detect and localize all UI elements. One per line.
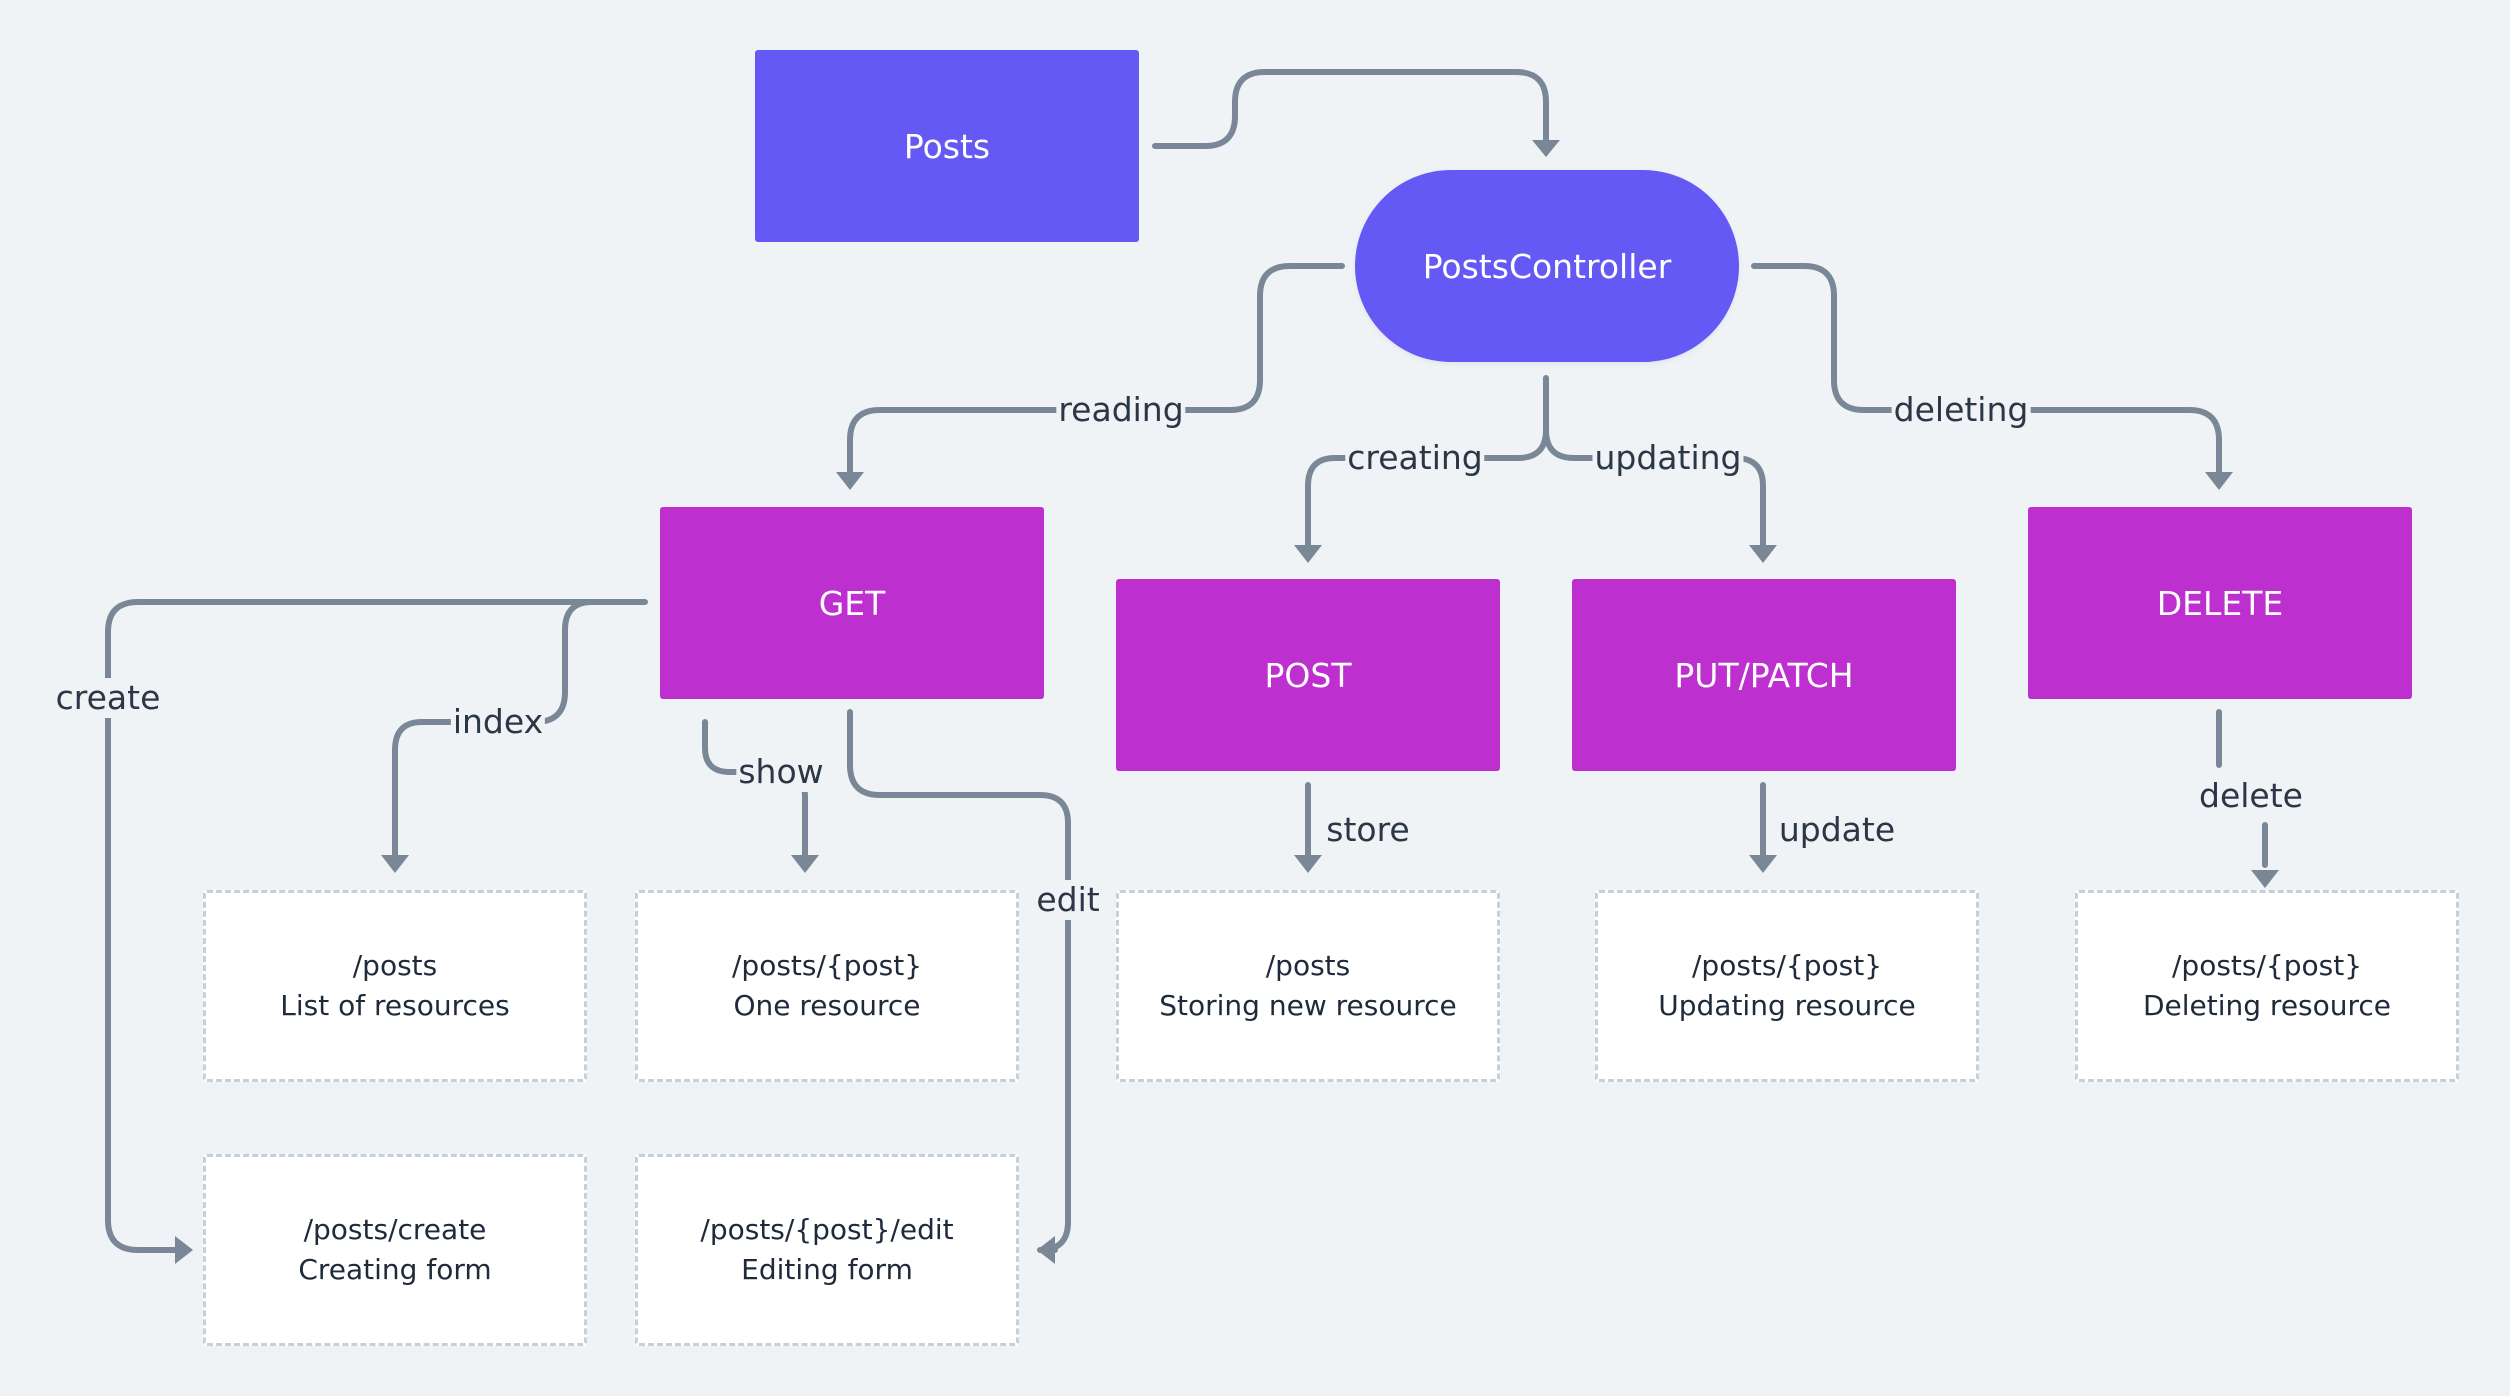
route-path: /posts/{post} xyxy=(731,949,923,982)
edge-label-store: store xyxy=(1326,810,1410,849)
route-create: /posts/create Creating form xyxy=(203,1154,587,1346)
route-path: /posts/create xyxy=(303,1213,487,1246)
arrowhead xyxy=(1037,1236,1055,1264)
connector-delete xyxy=(2216,709,2268,868)
edge-label-delete: delete xyxy=(2197,776,2305,816)
route-path: /posts/{post}/edit xyxy=(700,1213,954,1246)
arrowhead xyxy=(1294,545,1322,563)
route-description: One resource xyxy=(733,989,921,1022)
edge-label-update: update xyxy=(1778,810,1896,849)
connector-edit xyxy=(847,709,1071,1253)
put-patch-node: PUT/PATCH xyxy=(1572,579,1956,771)
connector-create xyxy=(105,599,648,1253)
edge-label-creating: creating xyxy=(1345,438,1485,478)
arrowhead xyxy=(2251,870,2279,888)
arrowhead xyxy=(1532,140,1560,157)
route-store: /posts Storing new resource xyxy=(1116,890,1500,1082)
edge-label-reading: reading xyxy=(1056,390,1186,430)
route-update: /posts/{post} Updating resource xyxy=(1595,890,1979,1082)
edge-label-show: show xyxy=(736,752,826,792)
edge-label-deleting: deleting xyxy=(1891,390,2031,430)
route-path: /posts/{post} xyxy=(1691,949,1883,982)
post-node: POST xyxy=(1116,579,1500,771)
arrowhead xyxy=(381,855,409,873)
edge-label-updating: updating xyxy=(1592,438,1744,478)
route-description: Editing form xyxy=(741,1253,913,1286)
route-description: Updating resource xyxy=(1658,989,1916,1022)
posts-controller-node: PostsController xyxy=(1355,170,1739,362)
arrowhead xyxy=(1294,855,1322,873)
connector-deleting xyxy=(1751,263,2222,475)
route-show: /posts/{post} One resource xyxy=(635,890,1019,1082)
edge-label-index: index xyxy=(450,702,546,742)
posts-node: Posts xyxy=(755,50,1139,242)
route-description: List of resources xyxy=(280,989,510,1022)
arrowhead xyxy=(1749,545,1777,563)
connector-index xyxy=(392,599,595,858)
route-edit: /posts/{post}/edit Editing form xyxy=(635,1154,1019,1346)
arrowhead xyxy=(1749,855,1777,873)
route-description: Deleting resource xyxy=(2142,989,2392,1022)
route-description: Storing new resource xyxy=(1159,989,1457,1022)
arrowhead xyxy=(175,1236,193,1264)
route-destroy: /posts/{post} Deleting resource xyxy=(2075,890,2459,1082)
route-description: Creating form xyxy=(298,1253,492,1286)
route-path: /posts xyxy=(1265,949,1351,982)
route-path: /posts/{post} xyxy=(2171,949,2363,982)
edge-label-edit: edit xyxy=(1034,880,1102,920)
delete-node: DELETE xyxy=(2028,507,2412,699)
edge-label-create: create xyxy=(53,678,163,718)
route-path: /posts xyxy=(352,949,438,982)
arrowhead xyxy=(836,472,864,490)
connector-reading xyxy=(847,263,1345,475)
arrowhead xyxy=(2205,472,2233,490)
connector-posts-controller xyxy=(1152,69,1549,149)
get-node: GET xyxy=(660,507,1044,699)
arrowhead xyxy=(791,855,819,873)
route-index: /posts List of resources xyxy=(203,890,587,1082)
